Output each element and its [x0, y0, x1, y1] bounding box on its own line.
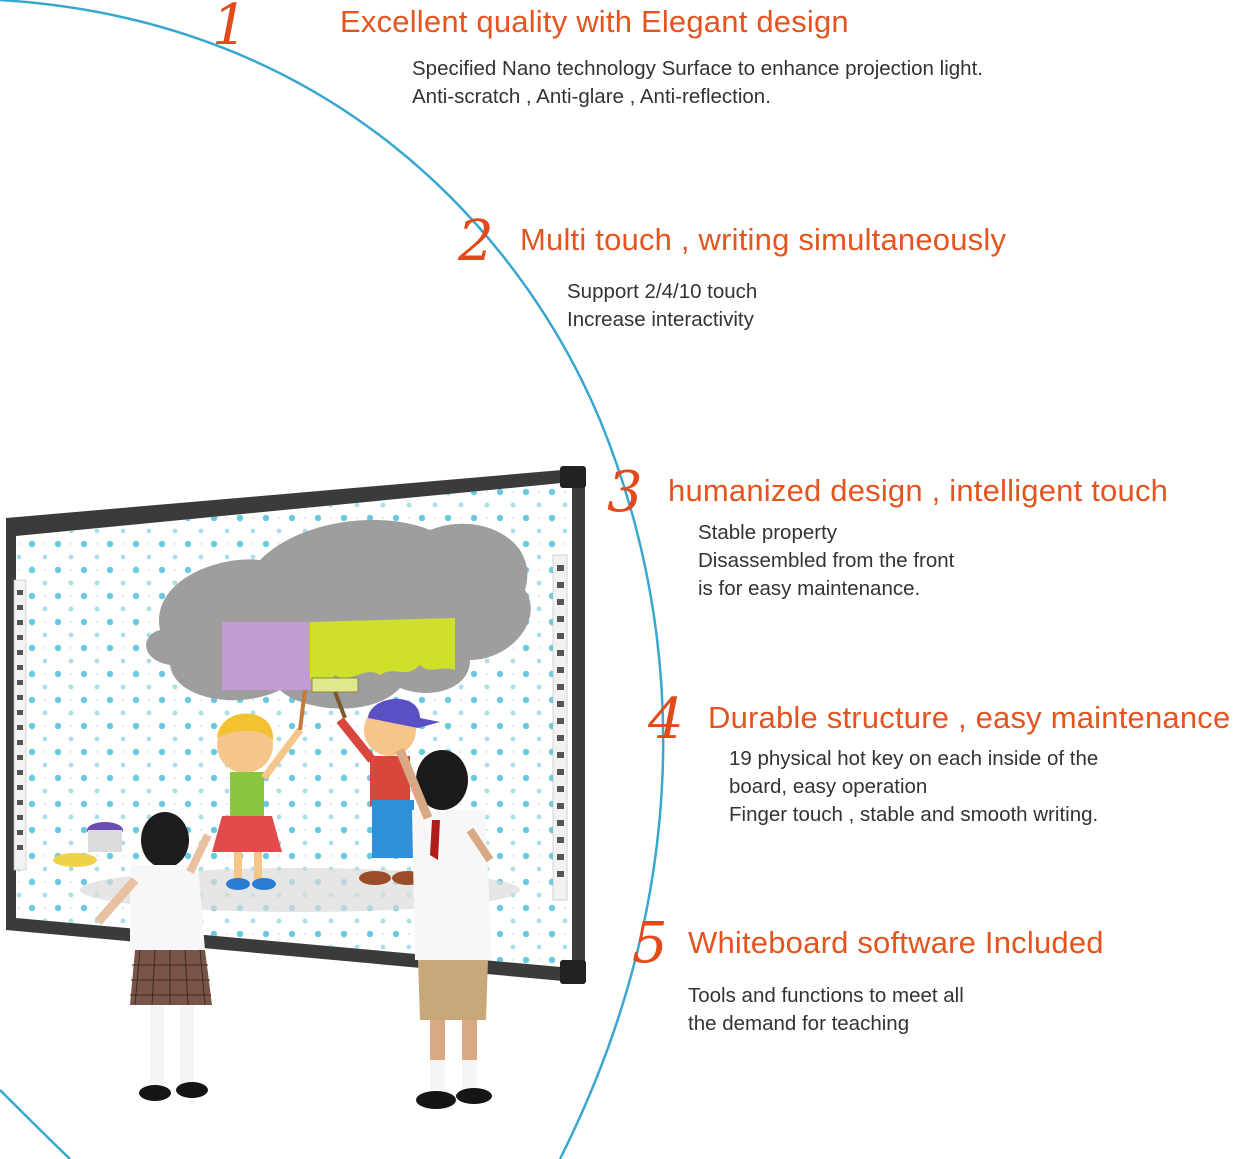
feature-description: Stable property Disassembled from the fr…: [698, 519, 954, 603]
feature-description: 19 physical hot key on each inside of th…: [729, 745, 1098, 829]
feature-line: Stable property: [698, 521, 838, 544]
feature-description: Specified Nano technology Surface to enh…: [412, 55, 983, 111]
feature-number: 3: [607, 460, 643, 525]
yellow-paint: [310, 618, 455, 681]
feature-number: 2: [458, 209, 494, 274]
feature-line: Disassembled from the front: [698, 549, 955, 572]
feature-title: Excellent quality with Elegant design: [340, 4, 849, 39]
cartoon-boy: [336, 698, 440, 885]
feature-line: the demand for teaching: [688, 1012, 910, 1035]
feature-description: Tools and functions to meet all the dema…: [688, 982, 964, 1038]
feature-number: 4: [648, 687, 684, 752]
cartoon-girl: [212, 689, 307, 890]
feature-title: Multi touch , writing simultaneously: [520, 222, 1007, 257]
feature-title: Whiteboard software Included: [688, 925, 1104, 960]
feature-line: is for easy maintenance.: [698, 577, 921, 600]
feature-line: board, easy operation: [729, 775, 928, 798]
purple-paint: [222, 622, 312, 690]
child-girl: [94, 812, 212, 1101]
feature-line: Specified Nano technology Surface to enh…: [412, 57, 983, 80]
feature-title: Durable structure , easy maintenance: [708, 700, 1231, 735]
feature-line: Tools and functions to meet all: [688, 984, 964, 1007]
feature-description: Support 2/4/10 touch Increase interactiv…: [567, 278, 757, 334]
feature-number: 1: [212, 0, 248, 58]
feature-line: Support 2/4/10 touch: [567, 280, 758, 303]
child-boy: [395, 748, 494, 1109]
right-toolbar: [552, 554, 568, 901]
feature-line: 19 physical hot key on each inside of th…: [729, 747, 1099, 770]
feature-line: Anti-scratch , Anti-glare , Anti-reflect…: [412, 85, 771, 108]
feature-line: Finger touch , stable and smooth writing…: [729, 803, 1099, 826]
interactive-whiteboard-with-children-illustration: [6, 466, 586, 1109]
feature-number: 5: [632, 911, 668, 976]
feature-title: humanized design , intelligent touch: [668, 473, 1169, 508]
feature-line: Increase interactivity: [567, 308, 754, 331]
